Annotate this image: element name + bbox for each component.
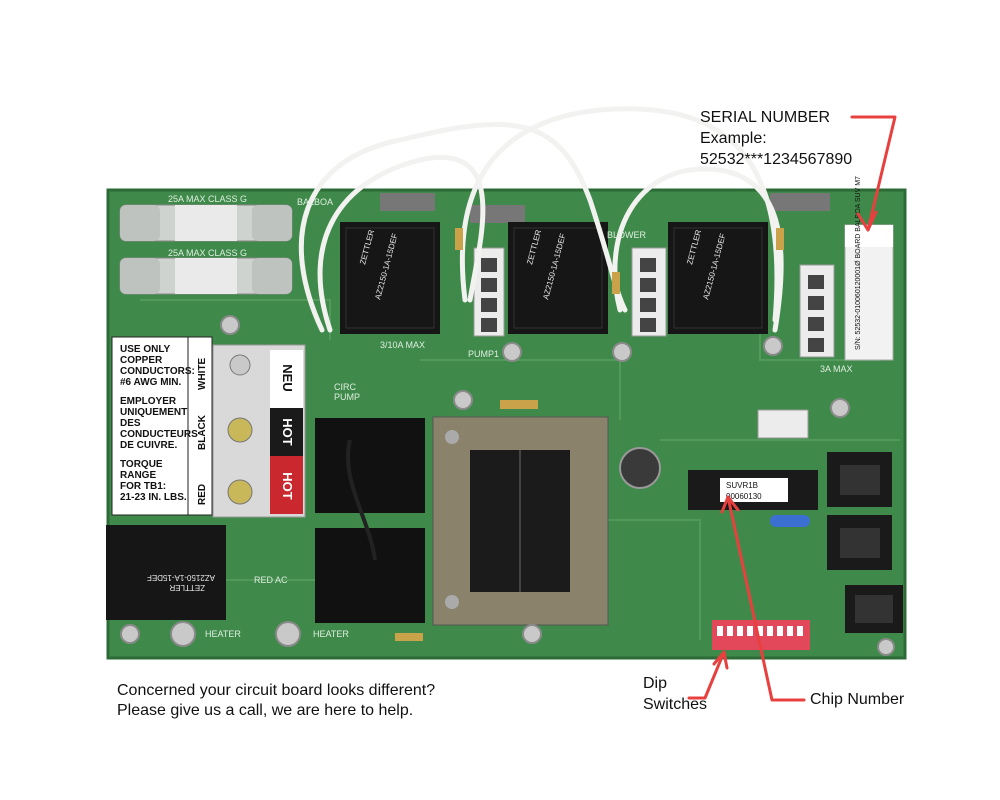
relay-1 <box>340 222 440 334</box>
serial-example-value: 52532***1234567890 <box>700 151 853 168</box>
warning-line-9: CONDUCTEURS <box>120 429 198 440</box>
dip-arrow <box>687 650 726 700</box>
fuse-1 <box>119 204 293 242</box>
relay-3 <box>668 222 768 334</box>
pump1-label: PUMP1 <box>468 349 499 359</box>
serial-arrow <box>850 115 897 232</box>
serial-sticker <box>844 224 894 361</box>
capacitor <box>619 447 661 489</box>
chip <box>688 470 818 510</box>
transformer <box>432 416 609 626</box>
neu-label: NEU <box>280 364 295 391</box>
relay-brand-4: ZETTLER <box>169 583 205 592</box>
relay-5 <box>315 418 425 623</box>
fuse-label-1: 25A MAX CLASS G <box>168 194 247 204</box>
warning-line-13: RANGE <box>120 470 156 481</box>
wire-red-label: RED <box>197 484 208 505</box>
warning-line-2: COPPER <box>120 355 163 366</box>
fuse-2 <box>119 257 293 295</box>
warning-line-15: 21-23 IN. LBS. <box>120 492 187 503</box>
warning-line-4: #6 AWG MIN. <box>120 377 182 388</box>
circ-pump-label: PUMP <box>334 392 360 402</box>
rj-jack-1 <box>827 452 892 507</box>
rj-jack-2 <box>827 515 892 570</box>
serial-title: SERIAL NUMBER <box>700 109 831 126</box>
hot-label-1: HOT <box>280 418 295 446</box>
balboa-label: BALBOA <box>297 197 333 207</box>
terminal-block <box>212 344 306 518</box>
serial-example-label: Example: <box>700 130 767 147</box>
relay-4 <box>106 525 226 620</box>
warning-line-10: DE CUIVRE. <box>120 440 177 451</box>
warning-line-12: TORQUE <box>120 459 163 470</box>
warning-line-1: USE ONLY <box>120 344 171 355</box>
relay-2 <box>508 222 608 334</box>
heater-label-2: HEATER <box>313 629 349 639</box>
warning-line-6: EMPLOYER <box>120 396 177 407</box>
chip-callout: Chip Number <box>810 691 905 708</box>
warning-line-3: CONDUCTORS: <box>120 366 195 377</box>
relay-model-4: AZ2150-1A-15DEF <box>147 573 215 582</box>
dip-callout-line1: Dip <box>643 675 668 692</box>
warning-line-7: UNIQUEMENT <box>120 407 187 418</box>
wire-white-label: WHITE <box>197 357 208 390</box>
dip-switch <box>712 620 810 650</box>
chip-label-2: 00060130 <box>726 492 762 501</box>
note-line2: Please give us a call, we are here to he… <box>117 702 414 719</box>
rj-jack-3 <box>845 585 903 633</box>
heater-label-1: HEATER <box>205 629 241 639</box>
hot-label-2: HOT <box>280 472 295 500</box>
fuse-small-label: 3/10A MAX <box>380 340 425 350</box>
red-ac-label: RED AC <box>254 575 288 585</box>
dip-callout-line2: Switches <box>643 696 708 713</box>
connector-w3 <box>799 264 835 358</box>
blower-label: BLOWER <box>607 230 647 240</box>
wire-black-label: BLACK <box>197 414 208 450</box>
connector-ozone <box>757 409 809 439</box>
circ-label: CIRC <box>334 382 356 392</box>
fuse-label-2: 25A MAX CLASS G <box>168 248 247 258</box>
note-line1: Concerned your circuit board looks diffe… <box>117 682 436 699</box>
warning-line-14: FOR TB1: <box>120 481 166 492</box>
ozone-label: 3A MAX <box>820 364 853 374</box>
sticker-text: S/N: 52532-010060120001Ø BOARD BALBOA SU… <box>855 176 862 350</box>
warning-line-8: DES <box>120 418 141 429</box>
chip-arrow <box>726 495 806 702</box>
connector-w2 <box>631 247 667 337</box>
chip-label-1: SUVR1B <box>726 481 758 490</box>
